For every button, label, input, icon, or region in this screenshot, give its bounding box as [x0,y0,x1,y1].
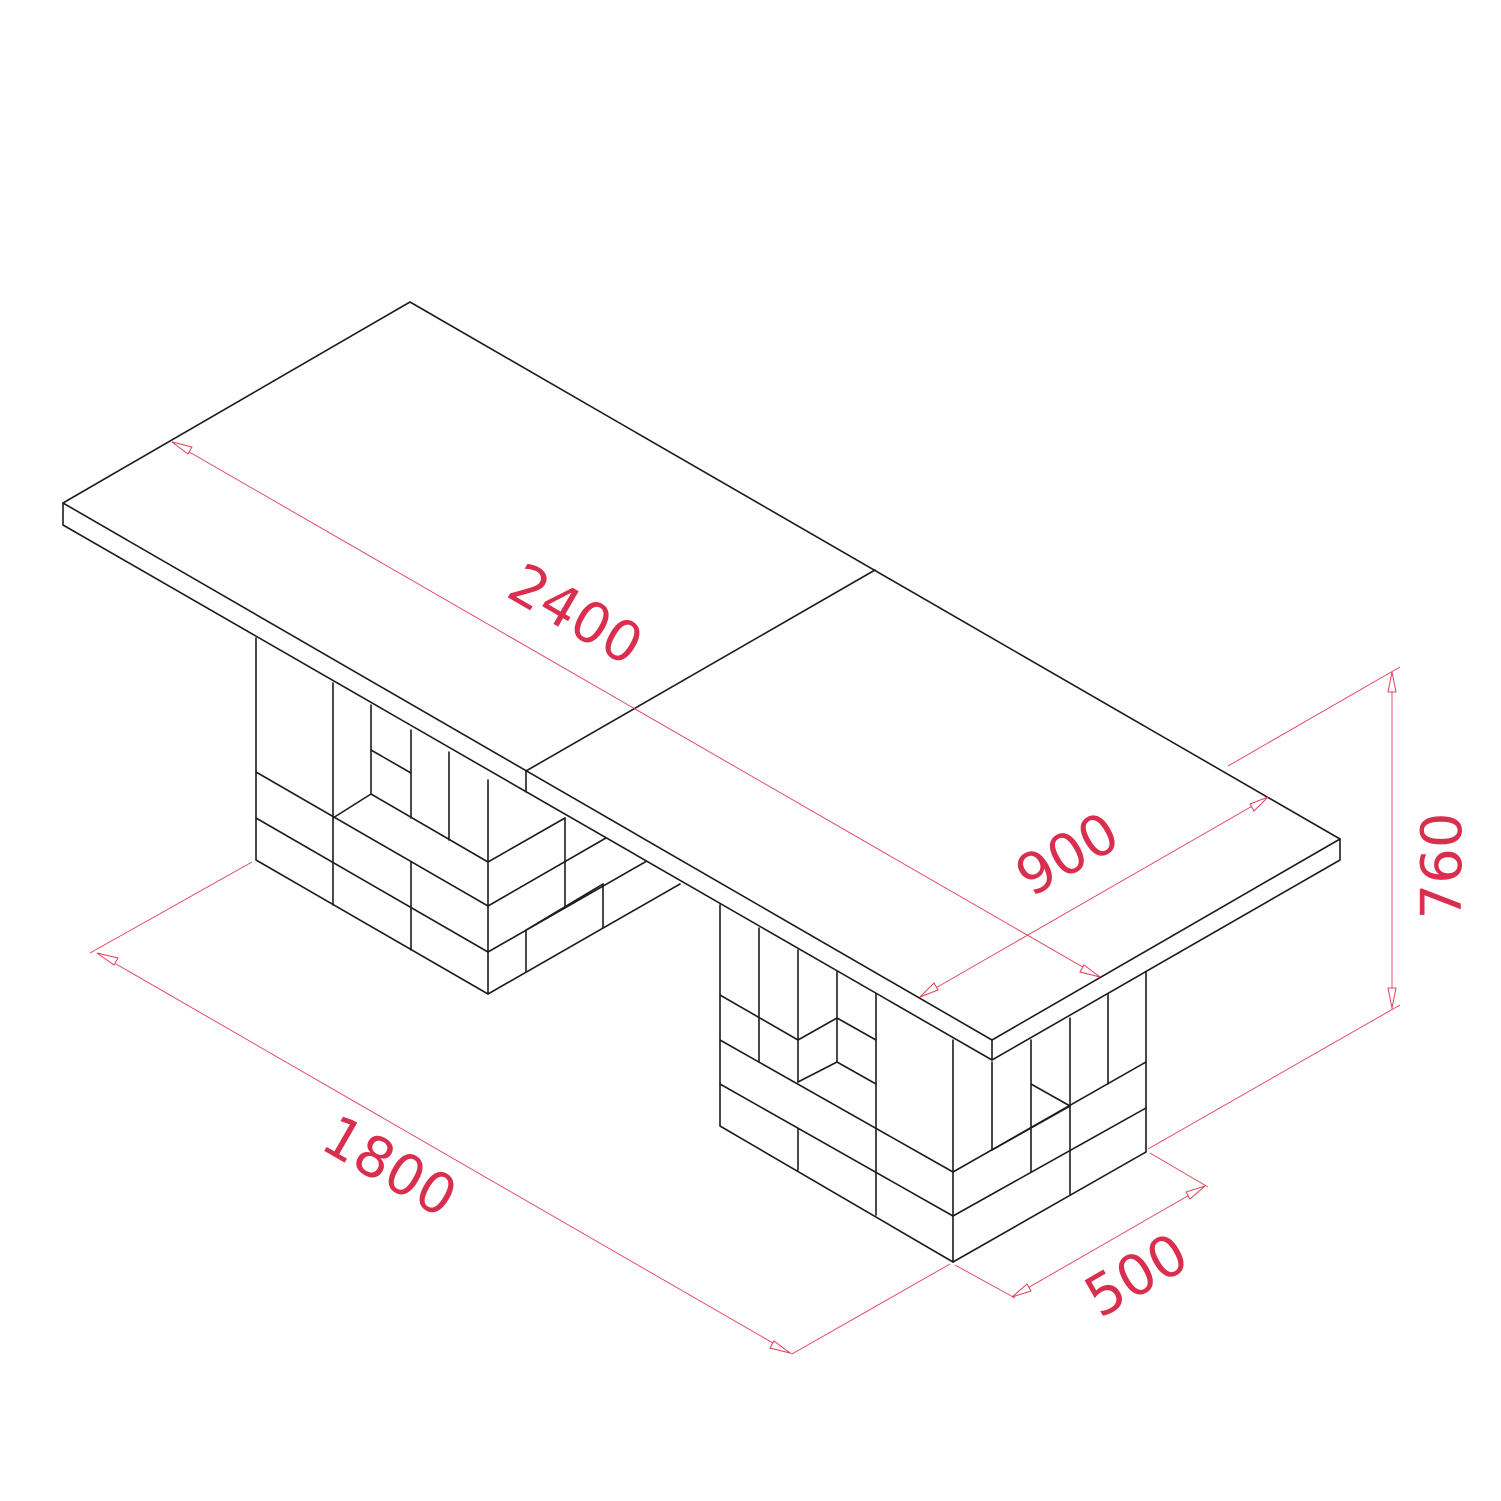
arrowhead [1387,671,1397,693]
base-span-label: 1800 [311,1103,467,1231]
arrowhead [1079,964,1101,978]
arrowhead [1387,987,1397,1009]
arrowhead [171,441,193,455]
dimension-lines [89,441,1401,1355]
height-label: 760 [1410,813,1475,920]
arrowhead [919,982,939,998]
table-top [62,301,1341,1061]
dim-line-base-depth [1011,1185,1206,1298]
arrowhead [1185,1185,1206,1200]
base-depth-label: 500 [1074,1221,1199,1331]
arrowhead [96,952,119,966]
right-pedestal [719,904,1147,1263]
arrowhead [1249,796,1269,812]
arrowhead [1011,1283,1032,1298]
arrowhead [769,1340,791,1354]
dim-line-depth [919,796,1269,998]
dim-line-length [171,441,1101,978]
dim-line-base-span [96,952,793,1355]
